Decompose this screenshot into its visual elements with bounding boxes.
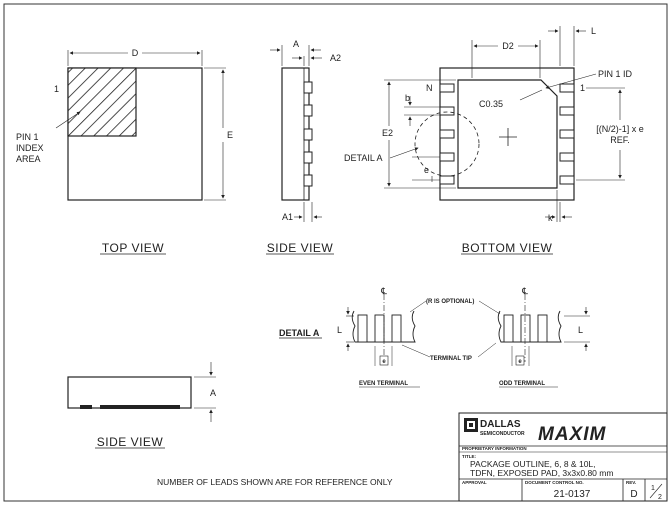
dim-L-label: L xyxy=(591,26,596,36)
detail-a-circle xyxy=(414,111,480,177)
even-centerline: ℄ xyxy=(380,286,387,296)
brand-dallas: DALLAS xyxy=(480,419,521,430)
sheet-total: 2 xyxy=(658,494,662,501)
exposed-pad xyxy=(457,79,558,189)
odd-e-box: e xyxy=(518,359,522,365)
dallas-logo-icon xyxy=(464,418,478,432)
detail-a-title: DETAIL A xyxy=(279,328,320,338)
dim-D-label: D xyxy=(132,48,139,58)
reference-note: NUMBER OF LEADS SHOWN ARE FOR REFERENCE … xyxy=(157,477,393,487)
dim-k-label: k xyxy=(548,213,553,223)
bottom-view-title: BOTTOM VIEW xyxy=(462,241,553,255)
title-line1: PACKAGE OUTLINE, 6, 8 & 10L, xyxy=(470,459,596,469)
dim-b-label: b xyxy=(405,93,410,103)
dim-e-label: e xyxy=(424,165,429,175)
odd-terminal-label: ODD TERMINAL xyxy=(499,381,545,387)
dim-E-label: E xyxy=(227,130,233,140)
sheet-border xyxy=(3,3,668,502)
pin1-index-line2: INDEX xyxy=(16,143,44,153)
detail-a: DETAIL A ℄ L e EVEN TERMINAL (R IS OPTIO… xyxy=(279,286,590,388)
side-view-lower: A SIDE VIEW xyxy=(67,362,216,449)
brand-semiconductor: SEMICONDUCTOR xyxy=(480,431,525,437)
pin1-id-label: PIN 1 ID xyxy=(598,69,633,79)
brand-maxim: MAXIM xyxy=(538,424,607,445)
odd-centerline: ℄ xyxy=(521,286,528,296)
top-view-title: TOP VIEW xyxy=(102,241,164,255)
terminal-tip-label: TERMINAL TIP xyxy=(430,356,472,362)
dim-E2-label: E2 xyxy=(382,128,393,138)
chamfer-label: C0.35 xyxy=(479,99,503,109)
dim-A1-label: A1 xyxy=(282,212,293,222)
top-view: D E 1 PIN 1 INDEX AREA TOP VIEW xyxy=(16,48,233,255)
dim-A-label: A xyxy=(293,39,299,49)
doc-control-label: DOCUMENT CONTROL NO. xyxy=(525,480,584,485)
approval-label: APPROVAL xyxy=(462,480,487,485)
pin1-index-line3: AREA xyxy=(16,154,41,164)
pin1-index-area-hatch xyxy=(67,67,137,137)
ref-line1: [(N/2)-1] x e xyxy=(596,124,644,134)
title-label: TITLE: xyxy=(462,454,476,459)
even-terminal-label: EVEN TERMINAL xyxy=(359,381,408,387)
r-optional-label: (R IS OPTIONAL) xyxy=(426,299,474,305)
pin-N-label: N xyxy=(426,83,433,93)
even-e-box: e xyxy=(382,359,386,365)
side-view-upper: A A2 A1 SIDE VIEW xyxy=(266,39,341,255)
detail-a-callout: DETAIL A xyxy=(344,153,383,163)
pin-1-label: 1 xyxy=(580,83,585,93)
dim-D2-label: D2 xyxy=(502,41,514,51)
side-view-lower-title: SIDE VIEW xyxy=(97,435,164,449)
side-view-upper-title: SIDE VIEW xyxy=(267,241,334,255)
document-number: 21-0137 xyxy=(554,489,591,500)
ref-line2: REF. xyxy=(610,135,630,145)
pin1-number: 1 xyxy=(54,84,59,94)
bottom-view: D2 L PIN 1 ID C0.35 N 1 E2 b DETAIL A xyxy=(344,26,644,255)
title-block: DALLAS SEMICONDUCTOR MAXIM PROPRIETARY I… xyxy=(458,412,668,502)
rev-label: REV. xyxy=(626,480,636,485)
pin1-index-line1: PIN 1 xyxy=(16,132,39,142)
side-dim-A-label: A xyxy=(210,388,216,398)
proprietary-label: PROPRIETARY INFORMATION xyxy=(462,446,527,451)
revision: D xyxy=(630,489,637,500)
detail-L-left: L xyxy=(337,325,342,335)
dim-A2-label: A2 xyxy=(330,53,341,63)
sheet-number: 1 xyxy=(651,485,655,492)
detail-L-right: L xyxy=(578,325,583,335)
title-line2: TDFN, EXPOSED PAD, 3x3x0.80 mm xyxy=(470,468,613,478)
